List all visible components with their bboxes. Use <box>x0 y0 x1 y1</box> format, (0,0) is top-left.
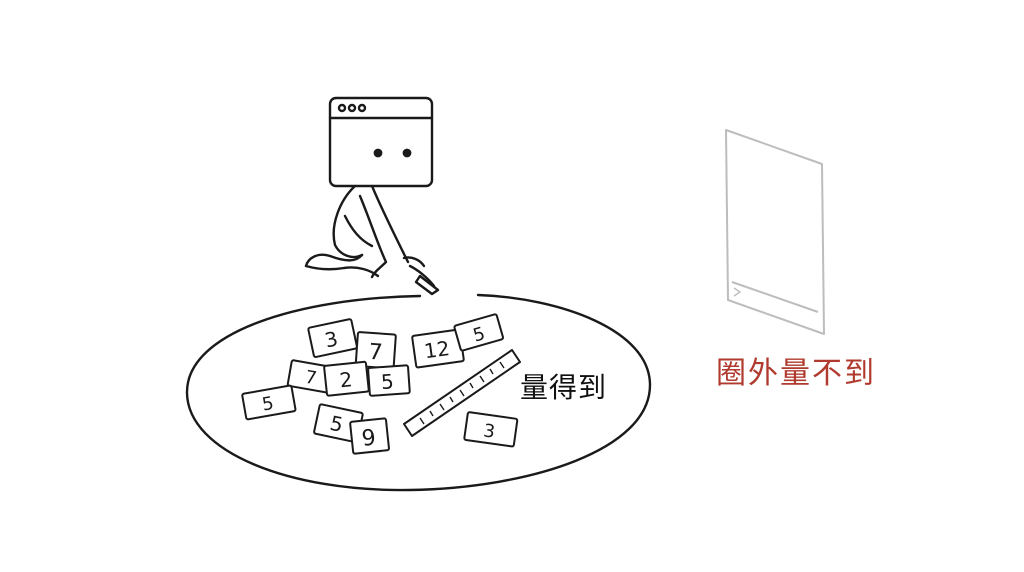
card-number: 2 <box>338 367 353 392</box>
card-number: 5 <box>471 323 488 346</box>
card-number: 12 <box>423 336 452 363</box>
label-outside-circle: 圈外量不到 <box>716 356 876 391</box>
card: 9 <box>349 417 390 455</box>
label-inside-circle: 量得到 <box>520 371 608 404</box>
card: 5 <box>367 364 411 397</box>
card-number: 7 <box>368 340 384 366</box>
card-number: 7 <box>303 367 318 390</box>
card-number: 9 <box>361 425 378 451</box>
card-number: 5 <box>328 411 345 437</box>
card: 2 <box>323 360 370 397</box>
card-number: 5 <box>380 369 394 394</box>
card: 5 <box>453 313 504 352</box>
measurement-circle <box>185 293 652 492</box>
card: 5 <box>241 384 297 421</box>
paper-sheet-icon <box>725 129 825 335</box>
card: 3 <box>463 411 519 448</box>
card: 3 <box>307 318 358 358</box>
card-number: 3 <box>482 420 496 442</box>
number-cards: 3 7 12 5 7 2 5 5 <box>241 313 519 455</box>
ruler-icon <box>403 349 521 437</box>
browser-window-character <box>304 96 440 296</box>
card-number: 5 <box>260 393 275 416</box>
character-eye-right <box>402 148 412 158</box>
character-eye-left <box>373 148 383 158</box>
character-head <box>328 96 434 188</box>
card-number: 3 <box>323 326 340 352</box>
